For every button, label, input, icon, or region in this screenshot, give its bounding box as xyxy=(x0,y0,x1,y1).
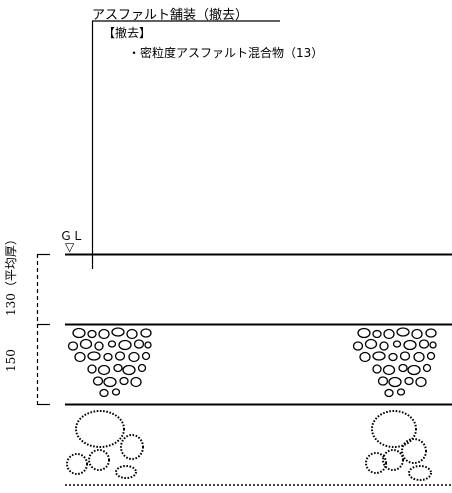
gl-label: ＧＬ xyxy=(60,229,84,243)
dimension-line xyxy=(36,253,50,406)
diagram-title: アスファルト舗装（撤去） xyxy=(92,7,248,23)
base-course-gravel-pattern-left xyxy=(67,327,152,398)
dimension-label-asphalt: 130（平均厚） xyxy=(4,233,18,316)
subbase-stones-right xyxy=(365,410,432,481)
gl-marker-icon: ▽ xyxy=(65,240,75,254)
removal-heading: 【撤去】 xyxy=(103,25,151,40)
subbase-stones-left xyxy=(66,410,144,479)
dimension-label-base: 150 xyxy=(4,349,18,372)
removal-item: ・密粒度アスファルト混合物（13） xyxy=(128,45,323,60)
base-course-gravel-pattern-right xyxy=(352,327,437,398)
